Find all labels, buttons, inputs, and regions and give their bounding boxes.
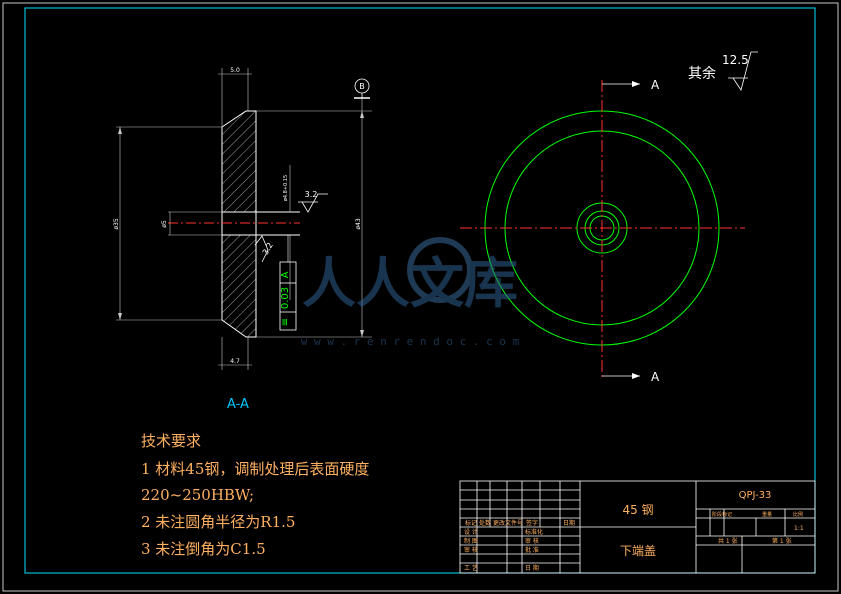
section-label: A-A	[227, 397, 249, 412]
tech-req-item: 220~250HBW;	[141, 486, 254, 504]
end-view	[460, 51, 758, 379]
section-upper-hatch	[221, 110, 257, 213]
dim-outer-dia: ø35	[113, 218, 120, 229]
tb-mid-role: 审 核	[525, 537, 539, 545]
roughness-general-prefix: 其余	[688, 65, 716, 82]
tb-header-count: 处数	[479, 519, 491, 527]
datum-b-letter: B	[359, 82, 365, 91]
tb-mid-role: 标准化	[525, 528, 543, 536]
tb-scale-label: 比例	[793, 511, 803, 518]
tb-mid-role: 批 准	[525, 546, 539, 554]
tb-header-sign: 签字	[526, 519, 538, 527]
section-arrow-top: A	[651, 78, 660, 92]
tb-header-mark: 标记	[465, 519, 477, 527]
tb-sheet-no: 第 1 张	[772, 537, 792, 545]
tolerance-symbol: ≡	[280, 318, 291, 326]
watermark: 人人文库 w w w . r e n r e n d o c . c o m	[301, 237, 520, 348]
roughness-face-symbol	[301, 193, 328, 213]
dim-bore-dia: ø5	[161, 220, 168, 228]
section-arrow-bottom: A	[651, 370, 660, 384]
tolerance-datum: A	[280, 271, 291, 278]
tolerance-value: 0.03	[280, 287, 291, 309]
tech-req-item: 3 未注倒角为C1.5	[141, 540, 266, 558]
roughness-face-value: 3.2	[305, 190, 318, 199]
section-view	[116, 68, 372, 370]
roughness-general-symbol	[732, 51, 758, 91]
tb-role: 设 计	[464, 528, 478, 536]
dim-flange-dia: ø43	[355, 218, 362, 229]
watermark-logo	[407, 237, 473, 303]
tb-mid-role: 日 期	[525, 564, 539, 572]
roughness-general-value: 12.5	[722, 53, 749, 67]
title-block	[459, 480, 816, 574]
tb-role: 工 艺	[464, 564, 478, 572]
tb-sheet-total: 共 1 张	[718, 537, 738, 545]
tb-part-name: 下端盖	[620, 544, 656, 558]
tb-scale: 1:1	[794, 525, 804, 532]
roughness-bore-symbol	[254, 235, 269, 263]
watermark-brand: 人人文库	[302, 252, 518, 315]
section-lower-hatch	[221, 234, 257, 338]
tech-req-item: 2 未注圆角半径为R1.5	[141, 513, 295, 531]
tb-header-date: 日期	[563, 519, 575, 527]
tb-role: 制 图	[464, 537, 478, 545]
tb-material: 45 钢	[622, 503, 653, 517]
tb-drawing-no: QPJ-33	[739, 490, 772, 501]
tb-header-doc: 更改文件号	[493, 519, 523, 527]
tb-weight: 重量	[762, 511, 772, 518]
inner-frame	[24, 7, 816, 574]
tech-req-title: 技术要求	[141, 432, 201, 450]
tech-req-item: 1 材料45钢，调制处理后表面硬度	[141, 460, 369, 478]
watermark-url: w w w . r e n r e n d o c . c o m	[301, 335, 520, 348]
roughness-bore-value: 3.2	[261, 241, 275, 257]
dim-bore-fit: ø4.8+0.15	[283, 175, 289, 201]
tb-role: 审 核	[464, 546, 478, 554]
tb-stage-mark: 阶段标记	[712, 511, 732, 518]
dim-top-width: 5.0	[230, 67, 240, 74]
dim-bottom-width: 4.7	[230, 358, 240, 365]
